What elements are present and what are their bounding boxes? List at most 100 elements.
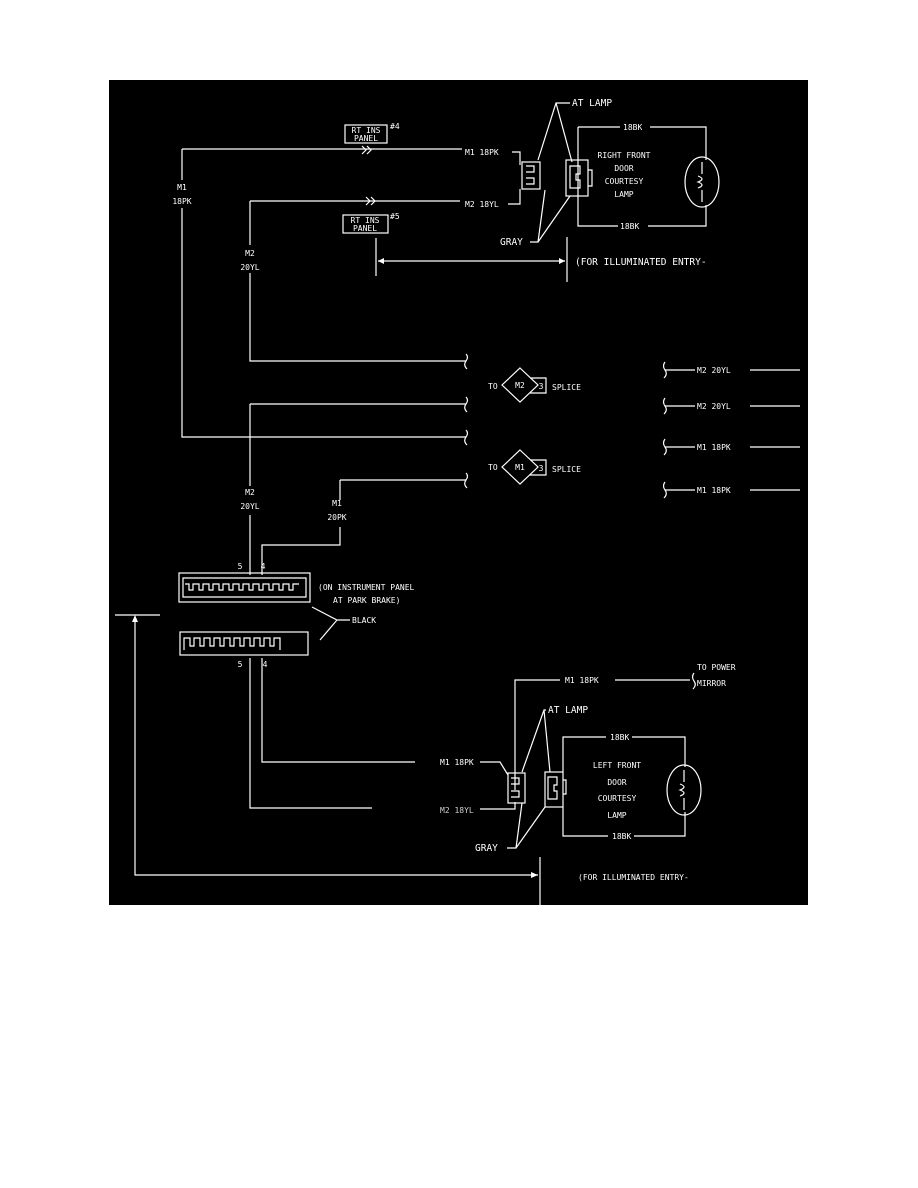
panel4-number: #4 — [390, 122, 400, 131]
splice-section: M2 20YL M1 20PK TO M2 3 SPLICE TO M1 3 S… — [240, 353, 800, 575]
m2-left-label-1: M2 — [245, 249, 255, 258]
lamp-label-bottom-3: COURTESY — [598, 794, 637, 803]
lamp-label-bottom-1: LEFT FRONT — [593, 761, 641, 770]
gray-arrows-bottom — [507, 802, 546, 849]
inline-connector-chevron-icon — [365, 196, 376, 206]
connector-male-pins — [526, 165, 535, 185]
rt-ins-panel-5 — [342, 214, 389, 234]
break-mark-power-mirror — [691, 672, 696, 690]
bk-wires-bottom — [562, 736, 686, 837]
splice-id-m1: M1 — [515, 463, 525, 472]
lamp-label-1: RIGHT FRONT — [598, 151, 651, 160]
bulb-icon-bottom — [666, 764, 702, 816]
black-arrows — [311, 606, 350, 641]
black-label: BLACK — [352, 616, 376, 625]
right-wire-label-4: M1 18PK — [697, 486, 731, 495]
right-wire-label-3: M1 18PK — [697, 443, 731, 452]
lamp-label-bottom-2: DOOR — [607, 778, 626, 787]
rt-ins-panel-4 — [344, 124, 388, 144]
connector-location-2: AT PARK BRAKE) — [333, 596, 400, 605]
power-mirror-label-1: TO POWER — [697, 663, 736, 672]
connector-location-1: (ON INSTRUMENT PANEL — [318, 583, 415, 592]
illuminated-entry-label: (FOR ILLUMINATED ENTRY- — [575, 257, 707, 268]
at-lamp-label-bottom: AT LAMP — [548, 705, 588, 716]
bk-wires — [577, 126, 707, 227]
m2-left-label-2: 20YL — [240, 263, 259, 272]
m2-wire-top — [250, 189, 521, 205]
pin4-bottom: 4 — [263, 660, 268, 669]
splice-id-m2: M2 — [515, 381, 525, 390]
illuminated-entry-span — [375, 237, 568, 282]
connector-female-bottom — [544, 771, 564, 808]
bk-top-label-bottom: 18BK — [610, 733, 629, 742]
at-lamp-arrows — [537, 102, 573, 163]
m2-wire-label: M2 18YL — [465, 200, 499, 209]
connector-female-socket-bottom — [547, 776, 567, 800]
panel5-label-1: RT INS — [351, 216, 380, 225]
m2-bottom-label: M2 18YL — [440, 806, 474, 815]
right-wires — [665, 369, 800, 491]
inline-connector-chevron-icon — [361, 145, 372, 155]
gray-label: GRAY — [500, 237, 523, 248]
illuminated-entry-label-bottom: (FOR ILLUMINATED ENTRY- — [578, 873, 689, 882]
bulb-filament-icon-bottom — [678, 770, 685, 810]
connector-female-terminals — [182, 577, 307, 598]
connector-female-socket — [569, 165, 593, 189]
left-front-door-lamp-circuit: M1 18PK M2 18YL M1 18PK TO POWER MIRROR … — [115, 614, 736, 905]
m1-bottom-label: M1 18PK — [440, 758, 474, 767]
connector-male-half — [179, 631, 309, 656]
m1-mid-label-1: M1 — [332, 499, 342, 508]
splice-to-2: TO — [488, 463, 498, 472]
splice-num-m2: 3 — [539, 382, 544, 391]
splice-to-1: TO — [488, 382, 498, 391]
bk-top-label: 18BK — [623, 123, 642, 132]
splice-label-m1: SPLICE — [552, 465, 581, 474]
gray-arrows — [530, 189, 571, 243]
connector-male-pins-bottom — [511, 777, 520, 798]
splice-num-m1: 3 — [539, 464, 544, 473]
instrument-panel-connector: 5 4 (ON INSTRUMENT PANEL AT PARK BRAKE) … — [178, 562, 415, 669]
connector-male-bottom — [507, 772, 526, 804]
lamp-label-2: DOOR — [614, 164, 633, 173]
m1-left-label-1: M1 — [177, 183, 187, 192]
m1-vertical-wire — [181, 149, 466, 438]
panel5-label-2: PANEL — [353, 224, 377, 233]
panel5-number: #5 — [390, 212, 400, 221]
m1-wire-label: M1 18PK — [465, 148, 499, 157]
m2-vertical-wire — [249, 201, 466, 362]
splice-diamond-m1 — [501, 449, 547, 485]
lamp-label-3: COURTESY — [605, 177, 644, 186]
bottom-wires — [249, 658, 415, 809]
pin4-top: 4 — [261, 562, 266, 571]
panel4-label-1: RT INS — [352, 126, 381, 135]
m1-splice-wire — [261, 479, 466, 575]
panel4-label-2: PANEL — [354, 134, 378, 143]
m2-splice-wire — [249, 403, 466, 575]
bulb-icon — [684, 156, 720, 208]
m1-mid-label-2: 20PK — [327, 513, 346, 522]
m1-power-mirror-wire — [514, 679, 690, 790]
right-wire-label-2: M2 20YL — [697, 402, 731, 411]
m2-mid-label-1: M2 — [245, 488, 255, 497]
pin5-bottom: 5 — [238, 660, 243, 669]
splice-label-m2: SPLICE — [552, 383, 581, 392]
lamp-label-4: LAMP — [614, 190, 633, 199]
at-lamp-label: AT LAMP — [572, 98, 612, 109]
right-wire-label-1: M2 20YL — [697, 366, 731, 375]
connector-male-terminals — [183, 637, 281, 650]
lamp-label-bottom-4: LAMP — [607, 811, 626, 820]
at-lamp-arrows-bottom — [521, 709, 551, 773]
m2-mid-label-2: 20YL — [240, 502, 259, 511]
connector-lead-wires — [480, 761, 516, 810]
illuminated-entry-span-bottom — [115, 614, 541, 905]
bk-bottom-label-bottom: 18BK — [612, 832, 631, 841]
pin5-top: 5 — [238, 562, 243, 571]
right-front-door-lamp-circuit: AT LAMP 18BK 18BK RIGHT FRONT DOOR COURT… — [172, 98, 720, 438]
splice-diamond-m2 — [501, 367, 547, 403]
connector-female — [565, 159, 589, 197]
power-mirror-label-2: MIRROR — [697, 679, 726, 688]
m1-wire-top — [182, 148, 521, 165]
gray-label-bottom: GRAY — [475, 843, 498, 854]
m1-top-label: M1 18PK — [565, 676, 599, 685]
